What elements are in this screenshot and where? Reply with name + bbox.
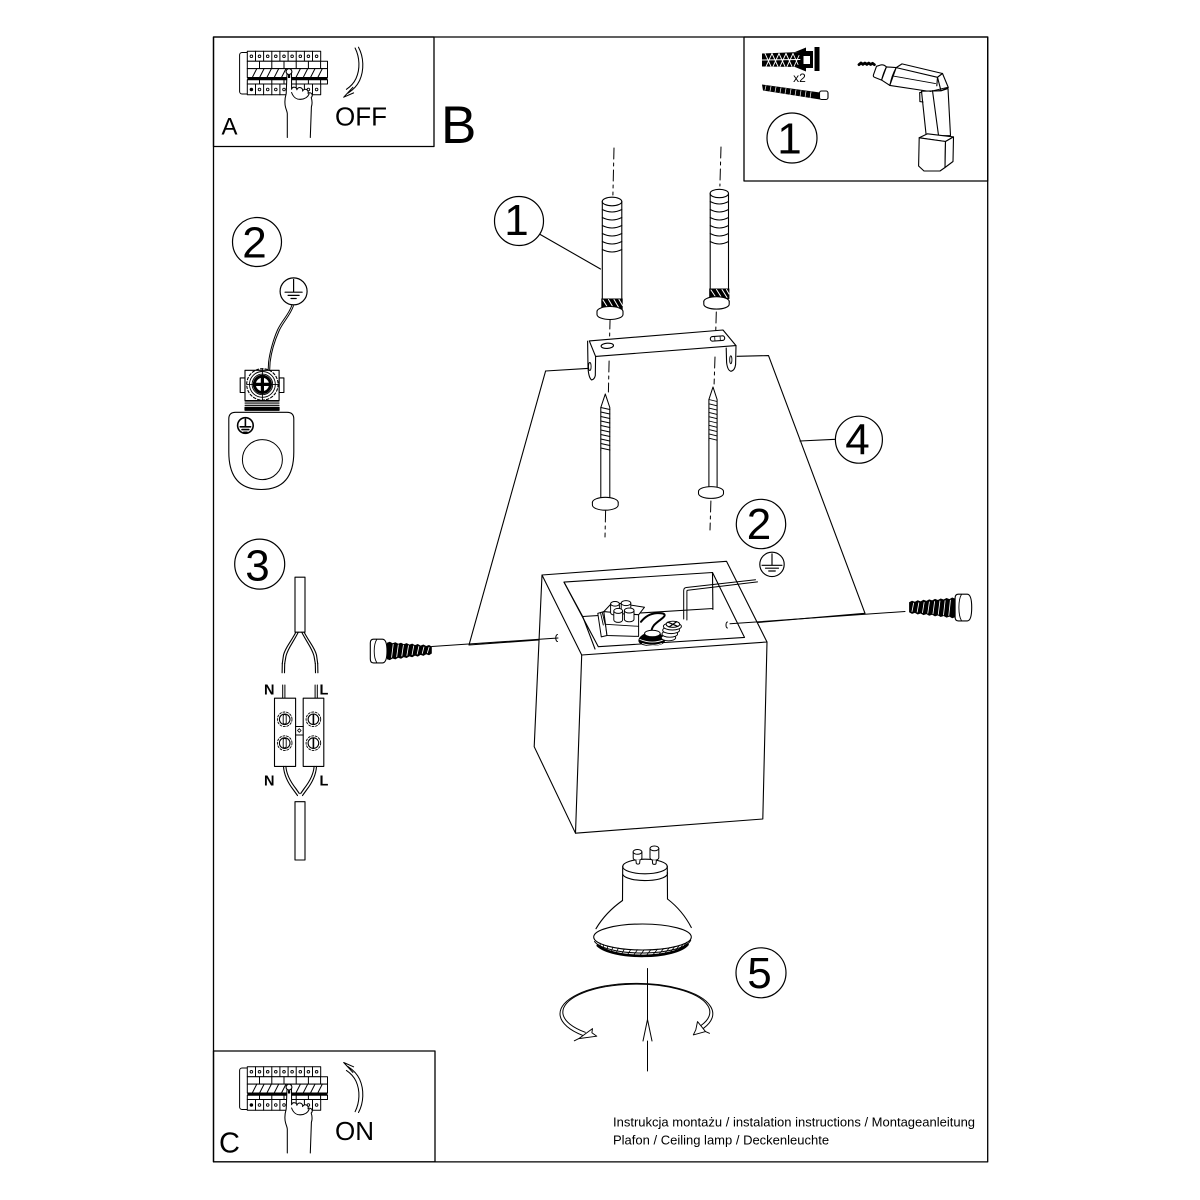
svg-text:3: 3 [245, 541, 269, 590]
svg-text:1: 1 [777, 114, 801, 163]
svg-text:N: N [264, 683, 274, 699]
svg-text:A: A [222, 114, 238, 141]
svg-text:Instrukcja montażu / instalati: Instrukcja montażu / instalation instruc… [613, 1115, 975, 1130]
svg-text:1: 1 [504, 196, 528, 245]
svg-text:N: N [264, 774, 274, 790]
svg-text:ON: ON [335, 1116, 374, 1146]
svg-text:2: 2 [242, 219, 266, 268]
svg-text:5: 5 [747, 949, 771, 998]
svg-text:2: 2 [747, 500, 771, 549]
svg-text:L: L [320, 774, 329, 790]
svg-text:4: 4 [845, 416, 869, 465]
svg-text:L: L [320, 683, 329, 699]
svg-text:x2: x2 [793, 71, 806, 85]
svg-text:OFF: OFF [335, 102, 387, 132]
svg-text:Plafon / Ceiling lamp / Decken: Plafon / Ceiling lamp / Deckenleuchte [613, 1133, 829, 1148]
svg-text:C: C [219, 1128, 240, 1160]
svg-text:B: B [441, 96, 476, 155]
